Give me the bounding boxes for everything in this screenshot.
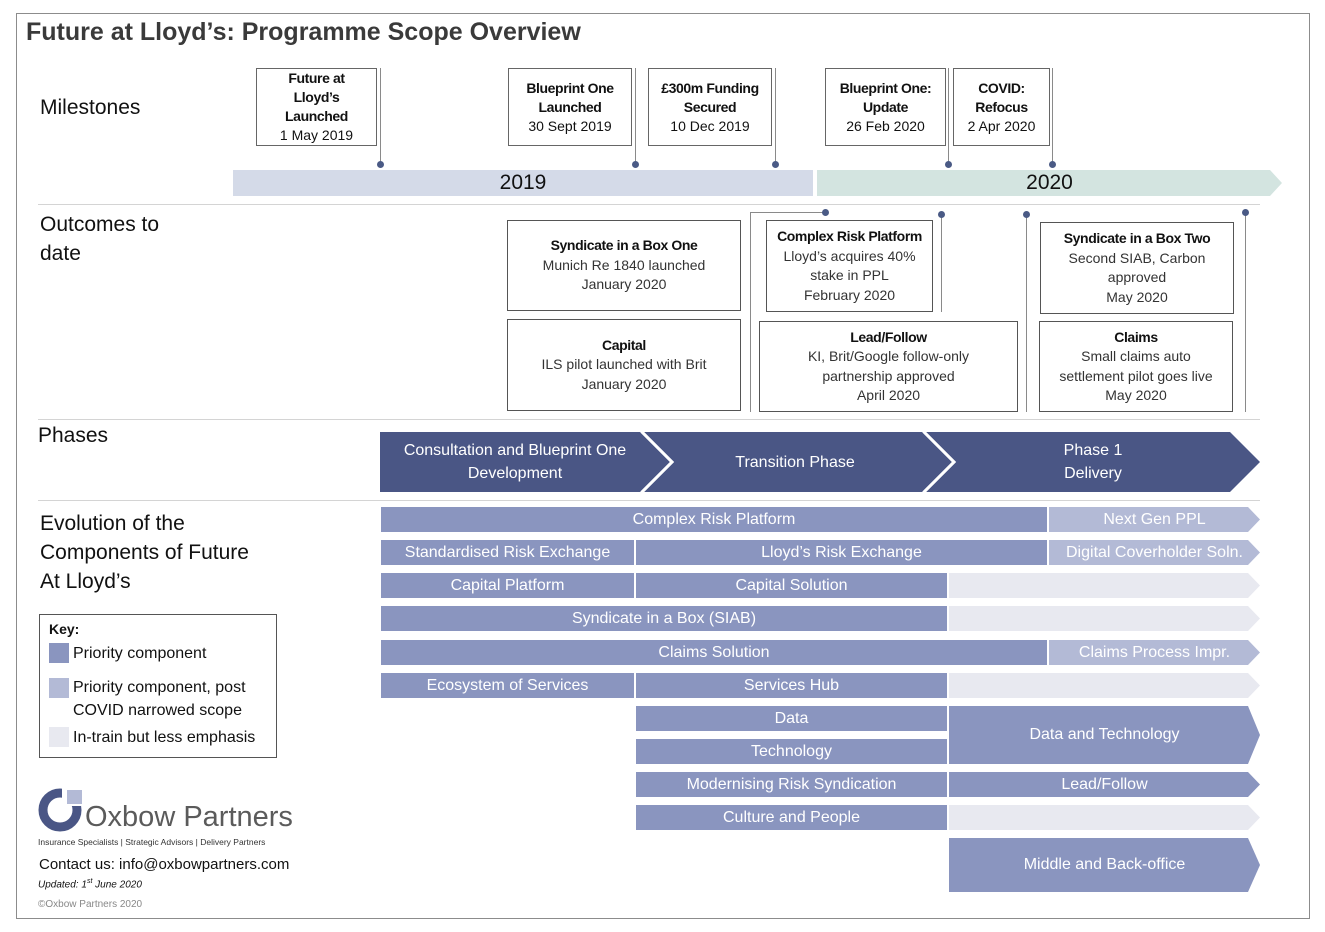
separator xyxy=(38,500,1260,501)
phase-transition: Transition Phase xyxy=(735,453,855,471)
slide-frame xyxy=(16,13,1310,919)
phases-label: Phases xyxy=(38,424,109,447)
copyright: ©Oxbow Partners 2020 xyxy=(38,899,143,910)
timeline-2020: 2020 xyxy=(817,170,1282,196)
component-claims-process: Claims Process Impr. xyxy=(1049,640,1260,665)
component-complex-risk-platform: Complex Risk Platform xyxy=(381,507,1047,532)
component-siab: Syndicate in a Box (SIAB) xyxy=(381,606,947,631)
outcome-marker xyxy=(1023,211,1030,218)
legend-label-in-train: In-train but less emphasis xyxy=(73,729,256,746)
milestone-connector xyxy=(635,68,636,164)
component-next-gen-ppl: Next Gen PPL xyxy=(1049,507,1260,532)
component-digital-coverholder: Digital Coverholder Soln. xyxy=(1049,540,1260,565)
component-lloyds-risk-exchange: Lloyd’s Risk Exchange xyxy=(636,540,1047,565)
component-claims-solution: Claims Solution xyxy=(381,640,1047,665)
component-ecosystem-of-services: Ecosystem of Services xyxy=(381,673,634,698)
milestone-connector xyxy=(775,68,776,164)
component-technology: Technology xyxy=(636,739,947,764)
component-in-train-siab xyxy=(949,606,1260,631)
legend-swatch-post-covid xyxy=(49,678,69,698)
outcome-marker xyxy=(1242,209,1249,216)
separator xyxy=(38,419,1260,420)
outcome-marker xyxy=(938,211,945,218)
contact-email[interactable]: Contact us: info@oxbowpartners.com xyxy=(39,856,290,873)
milestone-marker xyxy=(945,161,952,168)
timeline-2019: 2019 xyxy=(233,170,813,196)
oxbow-logo-icon xyxy=(38,784,86,832)
component-middle-back-office: Middle and Back-office xyxy=(949,838,1260,892)
separator xyxy=(38,204,1260,205)
phases-chevrons xyxy=(380,432,1260,492)
phase-delivery-shape xyxy=(926,432,1260,492)
outcome-marker xyxy=(822,209,829,216)
legend-title: Key: xyxy=(49,621,80,637)
component-in-train-services xyxy=(949,673,1260,698)
updated-date: Updated: 1st June 2020 xyxy=(38,878,142,891)
component-culture-and-people: Culture and People xyxy=(636,805,947,830)
outcome-connector xyxy=(1245,212,1246,412)
component-data: Data xyxy=(636,706,947,731)
component-modernising-risk-syndication: Modernising Risk Syndication xyxy=(636,772,947,797)
milestone-connector xyxy=(380,68,381,164)
milestone-connector xyxy=(948,68,949,164)
outcome-bracket xyxy=(750,212,751,412)
component-capital-solution: Capital Solution xyxy=(636,573,947,598)
milestones-label: Milestones xyxy=(40,96,141,119)
legend-swatch-in-train xyxy=(49,727,69,747)
component-capital-platform: Capital Platform xyxy=(381,573,634,598)
outcome-connector xyxy=(1026,214,1027,412)
phase-transition-shape xyxy=(644,432,952,492)
milestone-connector xyxy=(1052,68,1053,164)
component-services-hub: Services Hub xyxy=(636,673,947,698)
milestone-marker xyxy=(632,161,639,168)
legend-key xyxy=(39,614,277,758)
milestone-marker xyxy=(772,161,779,168)
component-standardised-risk-exchange: Standardised Risk Exchange xyxy=(381,540,634,565)
milestone-marker xyxy=(1049,161,1056,168)
slide-title: Future at Lloyd’s: Programme Scope Overv… xyxy=(26,18,581,46)
outcome-bracket xyxy=(750,212,825,213)
component-in-train-capital xyxy=(949,573,1260,598)
legend-label-priority: Priority component xyxy=(73,645,207,662)
brand-tagline: Insurance Specialists | Strategic Adviso… xyxy=(38,837,266,847)
legend-swatch-priority xyxy=(49,643,69,663)
component-in-train-culture xyxy=(949,805,1260,830)
milestone-marker xyxy=(377,161,384,168)
component-lead-follow: Lead/Follow xyxy=(949,772,1260,797)
phase-consultation-shape xyxy=(380,432,670,492)
outcome-connector xyxy=(941,214,942,312)
brand-name: Oxbow Partners xyxy=(85,801,293,833)
component-data-and-technology: Data and Technology xyxy=(949,706,1260,764)
